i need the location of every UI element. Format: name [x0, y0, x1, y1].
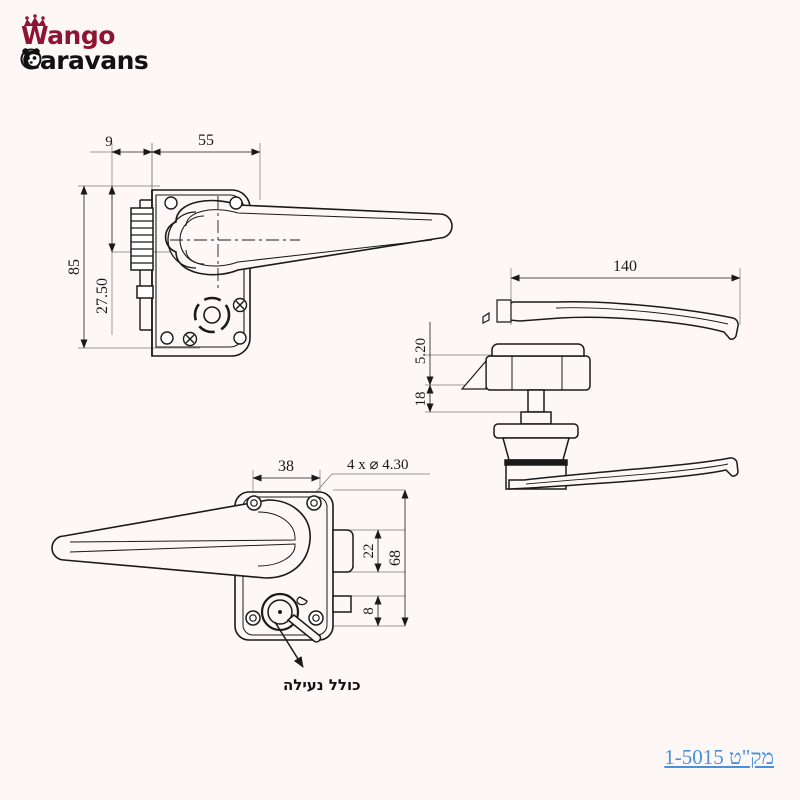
- dim-38: 38: [252, 458, 321, 482]
- back-lock-cylinder: [260, 592, 322, 643]
- dim-85-label: 85: [66, 259, 83, 275]
- dim-38-label: 38: [278, 458, 294, 475]
- knurled-barrel: [130, 207, 154, 299]
- dim-9: 9: [90, 134, 153, 156]
- back-handle-lever: [51, 499, 311, 579]
- part-number-link[interactable]: מק"ט 1-5015: [664, 745, 774, 769]
- dim-18-label: 18: [413, 392, 429, 407]
- lock-cylinder-ring: [193, 296, 231, 334]
- dim-9-label: 9: [105, 134, 113, 150]
- panda-face-icon: [20, 48, 42, 70]
- dim-55: 55: [151, 132, 261, 156]
- brand-name-top: Wango: [21, 21, 115, 50]
- front-centerlines: [170, 196, 300, 290]
- side-view: 140 5.20 18: [413, 258, 741, 490]
- back-mounting-screws: [245, 495, 324, 626]
- side-lock-cylinder: [493, 389, 579, 490]
- dim-5-20: 5.20: [413, 322, 434, 386]
- back-view: 38 4 x ⌀ 4.30 22 8 68: [51, 457, 430, 668]
- dim-140: 140: [510, 258, 741, 282]
- side-upper-handle: [508, 300, 739, 340]
- latch-tongues: [332, 529, 354, 613]
- side-body-block: [460, 299, 591, 391]
- dim-22-label: 22: [361, 544, 377, 559]
- dim-22: 22: [361, 529, 382, 573]
- mounting-screws: [160, 196, 248, 347]
- brand-logo: Wango Caravans: [18, 12, 178, 74]
- lock-callout-label: כולל נעילה: [283, 676, 361, 694]
- dim-hole-label: 4 x ⌀ 4.30: [347, 457, 409, 473]
- dim-85: 85: [66, 185, 88, 349]
- dim-8-label: 8: [361, 607, 377, 615]
- dim-27-50: 27.50: [94, 185, 116, 335]
- dim-8: 8: [361, 595, 382, 627]
- crown-icon: [24, 14, 46, 26]
- dim-5-20-label: 5.20: [413, 338, 429, 364]
- dim-68: 68: [387, 489, 409, 627]
- dim-68-label: 68: [387, 550, 404, 566]
- brand-name-bottom: Caravans: [22, 46, 148, 74]
- dim-27-50-label: 27.50: [94, 278, 111, 314]
- lock-leader-arrow: [274, 621, 304, 668]
- side-lower-handle: [508, 457, 739, 490]
- front-view: 9 55 85 27.50: [66, 132, 453, 357]
- dim-55-label: 55: [198, 132, 214, 149]
- dim-18: 18: [413, 384, 434, 413]
- dim-hole-callout: 4 x ⌀ 4.30: [315, 457, 430, 493]
- handle-lever: [164, 199, 453, 276]
- dim-140-label: 140: [613, 258, 637, 275]
